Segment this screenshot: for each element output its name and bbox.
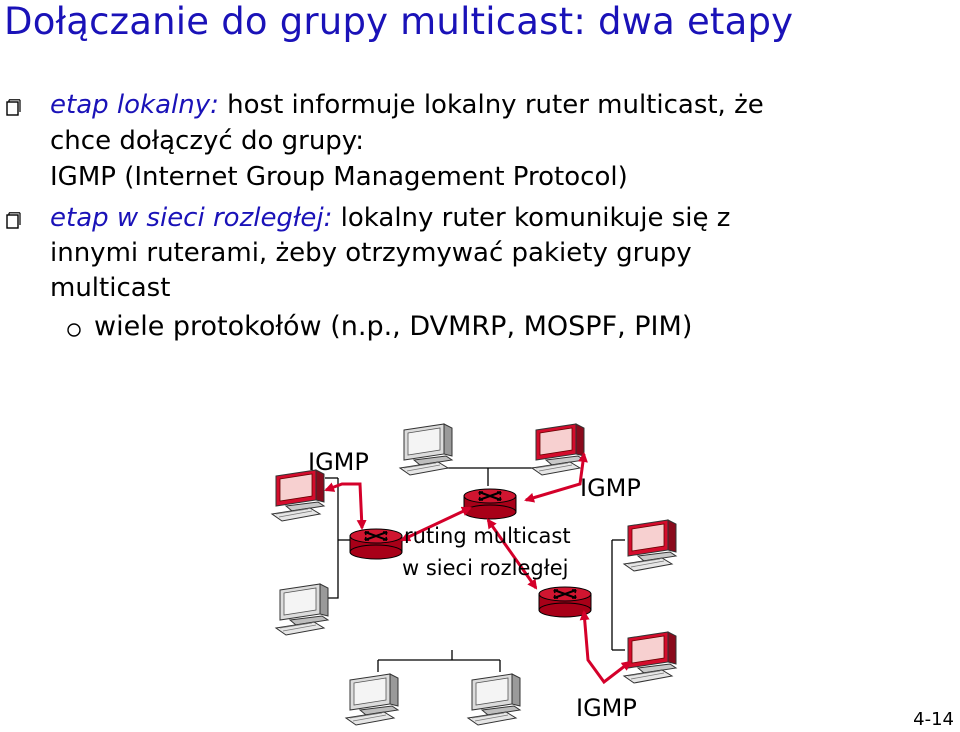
square-bullet-icon: [6, 99, 21, 116]
host-icon: [275, 583, 329, 636]
router-icon: [349, 528, 403, 560]
bullet-1-label: etap lokalny:: [50, 90, 219, 120]
host-icon: [345, 673, 399, 726]
bullet-2-line-2: innymi ruterami, żeby otrzymywać pakiety…: [50, 238, 692, 268]
bullet-2-line-3: multicast: [50, 273, 171, 303]
slide-title: Dołączanie do grupy multicast: dwa etapy: [4, 0, 794, 43]
member-host-icon: [531, 423, 585, 476]
igmp-label-right: IGMP: [580, 474, 641, 502]
igmp-label-left: IGMP: [308, 448, 369, 476]
bullet-1-text: host informuje lokalny ruter multicast, …: [218, 90, 764, 120]
host-icon: [399, 423, 453, 476]
bullet-2-text: lokalny ruter komunikuje się z: [332, 203, 731, 233]
page-number: 4-14: [913, 709, 954, 730]
bullet-2-label: etap w sieci rozległej:: [50, 203, 333, 233]
router-icon: [463, 488, 517, 520]
host-icon: [467, 673, 521, 726]
igmp-label-bottom: IGMP: [576, 694, 637, 722]
bullet-2-line-1: etap w sieci rozległej: lokalny ruter ko…: [50, 203, 730, 233]
bullet-1-line-2: chce dołączyć do grupy:: [50, 126, 365, 156]
routing-label-line-2: w sieci rozległej: [402, 556, 569, 580]
member-host-icon: [623, 631, 677, 684]
square-bullet-icon: [6, 212, 21, 229]
circle-bullet-icon: [67, 323, 81, 337]
bullet-1-line-1: etap lokalny: host informuje lokalny rut…: [50, 90, 764, 120]
member-host-icon: [271, 469, 325, 522]
subbullet-text: wiele protokołów (n.p., DVMRP, MOSPF, PI…: [94, 311, 693, 342]
bullet-1-line-3: IGMP (Internet Group Management Protocol…: [50, 162, 628, 192]
routing-label-line-1: ruting multicast: [404, 524, 571, 548]
member-host-icon: [623, 519, 677, 572]
